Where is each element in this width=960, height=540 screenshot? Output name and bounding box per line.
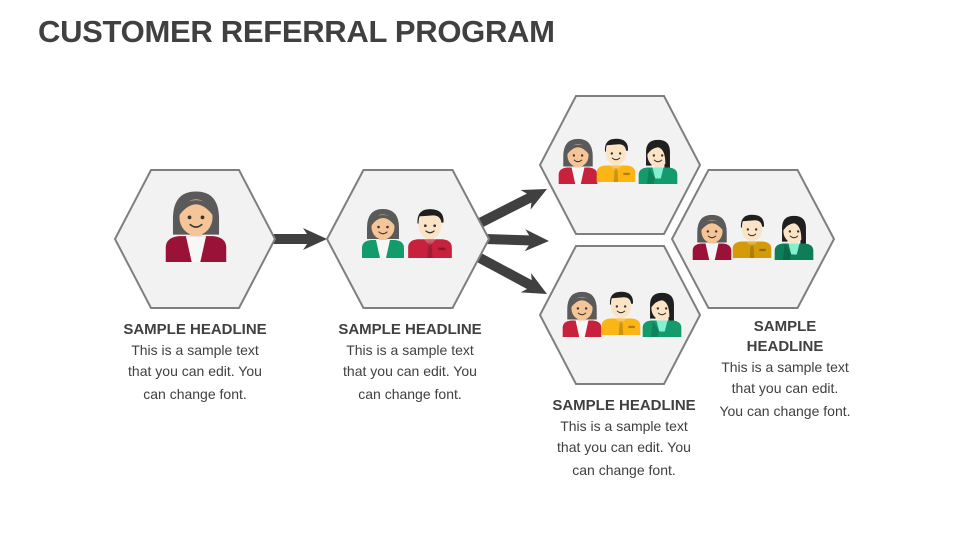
stage-3-headline: SAMPLE HEADLINE <box>552 397 696 414</box>
person-avatar-icon-stage-4-3 <box>774 215 814 260</box>
stage-3-text-line-2: that you can edit. You <box>557 439 691 455</box>
person-avatar-icon-stage-2-b <box>408 209 452 258</box>
hexagon-stage-2 <box>325 169 491 309</box>
arrow-icon-stage-2-to-right <box>485 229 550 252</box>
stage-3-text-line-1: This is a sample text <box>560 418 688 434</box>
stage-4-headline-line-2: HEADLINE <box>746 338 824 355</box>
caption-stage-3: SAMPLE HEADLINE This is a sample text th… <box>524 396 724 481</box>
person-avatar-icon-stage-3-bottom-2 <box>601 291 641 335</box>
arrow-icon-stage-2-to-bottom <box>475 252 548 295</box>
stage-4-headline-line-1: SAMPLE <box>753 318 817 335</box>
person-avatar-icon-stage-1 <box>165 191 227 262</box>
person-avatar-icon-stage-3-top-1 <box>558 138 598 184</box>
stage-1-headline: SAMPLE HEADLINE <box>123 321 267 338</box>
hexagon-stage-3-top <box>538 95 702 235</box>
person-avatar-icon-stage-3-bottom-3 <box>642 292 682 337</box>
stage-2-text-line-2: that you can edit. You <box>343 363 477 379</box>
stage-1-text-line-2: that you can edit. You <box>128 363 262 379</box>
stage-2-headline: SAMPLE HEADLINE <box>338 321 482 338</box>
person-avatar-icon-stage-2-a <box>362 209 404 258</box>
stage-4-text-line-2: that you can edit. <box>731 380 839 396</box>
caption-stage-4: SAMPLE HEADLINE This is a sample text th… <box>685 317 885 422</box>
stage-1-text-line-1: This is a sample text <box>131 342 259 358</box>
person-avatar-icon-stage-4-1 <box>692 214 732 260</box>
stage-2-text-line-1: This is a sample text <box>346 342 474 358</box>
arrow-icon-stage-1-to-2 <box>272 228 327 250</box>
person-avatar-icon-stage-3-top-2 <box>596 138 636 182</box>
caption-stage-2: SAMPLE HEADLINE This is a sample text th… <box>310 320 510 405</box>
caption-stage-1: SAMPLE HEADLINE This is a sample text th… <box>95 320 295 405</box>
person-avatar-icon-stage-3-bottom-1 <box>562 291 602 337</box>
person-avatar-icon-stage-3-top-3 <box>638 139 678 184</box>
stage-4-text-line-1: This is a sample text <box>721 359 849 375</box>
stage-1-text-line-3: can change font. <box>143 386 247 402</box>
stage-2-text-line-3: can change font. <box>358 386 462 402</box>
stage-4-text-line-3: You can change font. <box>719 403 851 419</box>
stage-3-text-line-3: can change font. <box>572 462 676 478</box>
arrow-icon-stage-2-to-top <box>475 188 548 229</box>
page-title: CUSTOMER REFERRAL PROGRAM <box>38 14 555 49</box>
person-avatar-icon-stage-4-2 <box>732 214 772 258</box>
